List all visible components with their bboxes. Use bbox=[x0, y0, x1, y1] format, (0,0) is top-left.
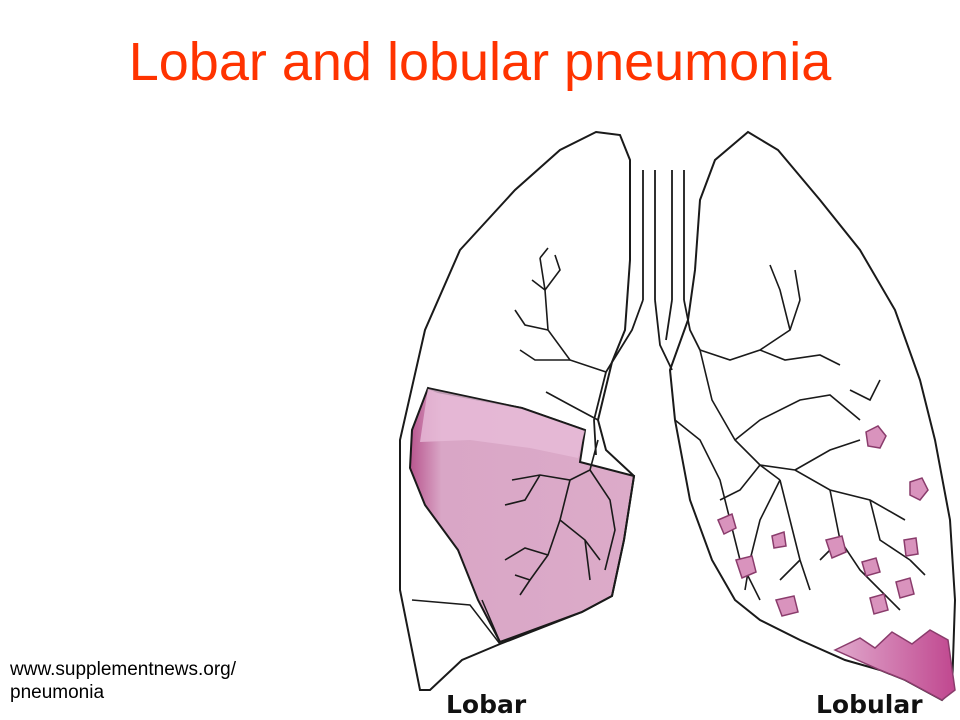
lung-diagram: Lobar Lobular bbox=[399, 130, 957, 719]
lobular-patch bbox=[771, 531, 787, 549]
source-citation: www.supplementnews.org/ pneumonia bbox=[10, 658, 310, 704]
lobular-patch bbox=[895, 577, 915, 599]
lobular-patch bbox=[903, 537, 919, 557]
lobular-patch bbox=[861, 557, 881, 577]
lobular-patch bbox=[909, 477, 929, 501]
source-url-line2: pneumonia bbox=[10, 682, 105, 703]
lobular-patch bbox=[735, 555, 757, 580]
lobular-label: Lobular bbox=[816, 690, 923, 719]
lobular-patch bbox=[717, 512, 737, 536]
lobular-patch bbox=[774, 595, 799, 617]
lobar-upper-band bbox=[420, 388, 585, 458]
right-lung-outline bbox=[668, 130, 957, 702]
right-bronchi bbox=[674, 264, 926, 611]
left-lung-outline bbox=[399, 130, 636, 691]
lobular-patch bbox=[865, 425, 887, 449]
lobular-base-consolidation bbox=[833, 629, 956, 701]
lobular-patch bbox=[825, 535, 847, 560]
left-bronchi bbox=[504, 247, 616, 596]
lobar-label: Lobar bbox=[446, 690, 527, 719]
lobular-patch bbox=[869, 593, 889, 615]
lobular-patches bbox=[717, 425, 929, 617]
slide-title: Lobar and lobular pneumonia bbox=[128, 32, 832, 92]
trachea bbox=[642, 170, 685, 300]
source-url-line1: www.supplementnews.org/ bbox=[10, 659, 236, 680]
